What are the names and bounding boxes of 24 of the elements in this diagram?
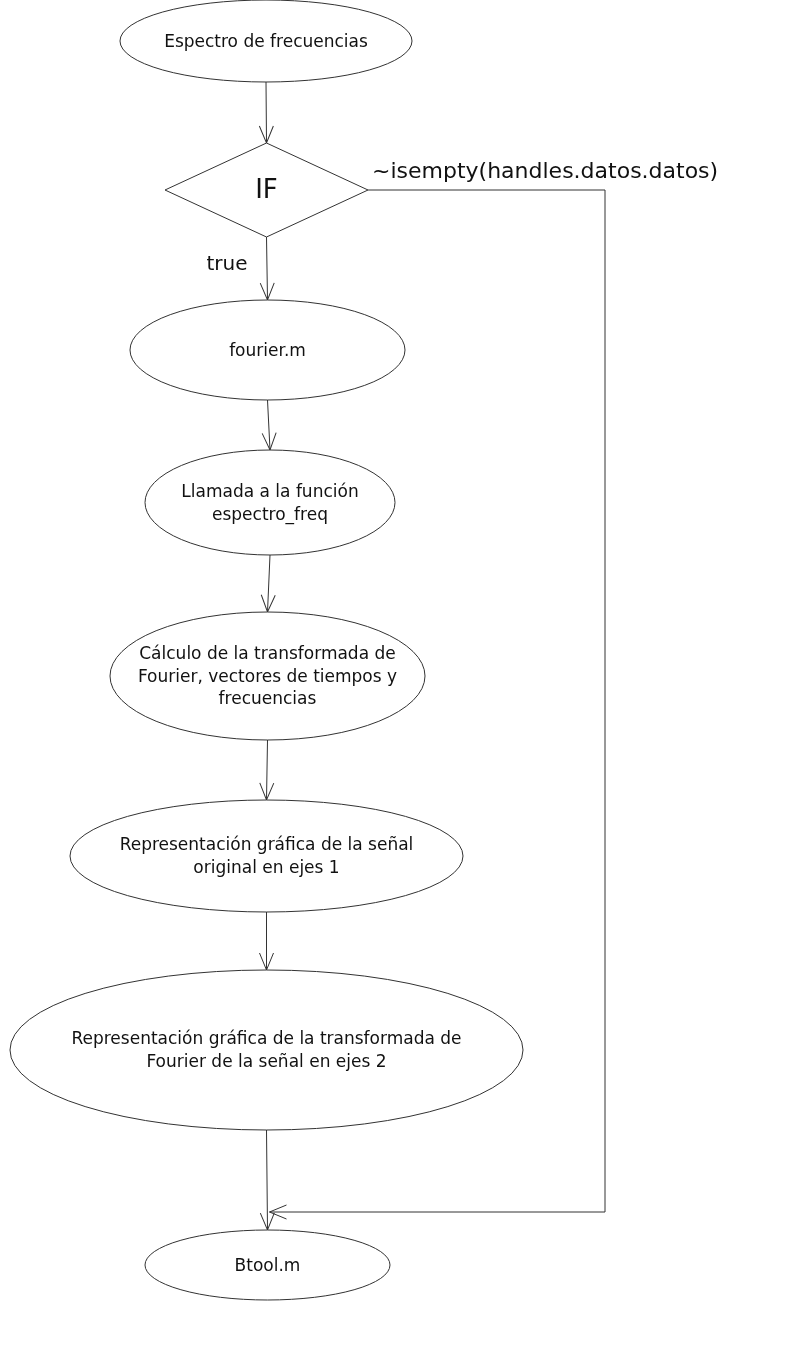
process-text: Representación gráfica de la transformada de Fourier de la señal en ejes 2 (70, 1027, 463, 1073)
process-ellipse (70, 800, 463, 912)
arrow (261, 399, 277, 451)
decision-text: IF (255, 173, 278, 207)
process-ellipse (110, 612, 425, 740)
arrow (259, 1129, 275, 1231)
arrow (260, 554, 276, 613)
edge-label: ~isempty(handles.datos.datos) (372, 158, 719, 183)
process-ellipse (10, 970, 523, 1130)
process-ellipse (145, 1230, 390, 1300)
decision-diamond (165, 143, 368, 237)
process-text: Representación gráfica de la señal original en ejes 1 (118, 833, 415, 879)
arrow (259, 911, 274, 971)
process-ellipse (145, 450, 395, 555)
process-text: Espectro de frecuencias (164, 29, 368, 53)
arrow (259, 236, 275, 301)
arrow (258, 81, 274, 144)
process-text: Cálculo de la transformada de Fourier, vectores de tiempos y frecuencias (136, 641, 399, 711)
arrow (269, 189, 606, 1220)
process-text: Btool.m (234, 1253, 301, 1277)
arrow (259, 739, 275, 801)
process-text: fourier.m (229, 338, 306, 362)
process-ellipse (130, 300, 405, 400)
process-text: Llamada a la función espectro_freq (180, 479, 360, 526)
